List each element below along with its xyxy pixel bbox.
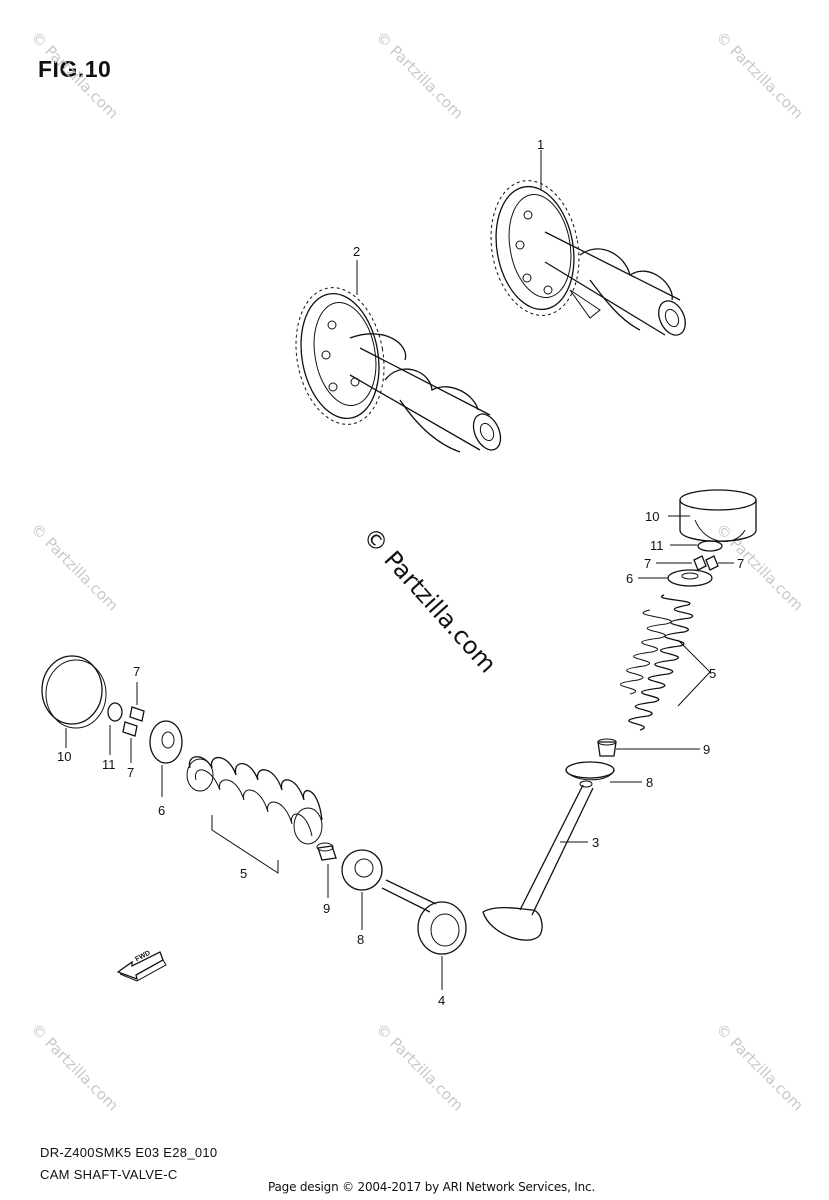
figure-title: FIG.10 xyxy=(38,56,112,82)
callout-2: 2 xyxy=(353,244,361,259)
callout-1: 1 xyxy=(537,137,545,152)
shim-11-right[interactable] xyxy=(697,540,723,552)
callout-7-right-a: 7 xyxy=(644,556,652,571)
camshaft-2-drawing[interactable] xyxy=(286,281,506,455)
callout-6-right: 6 xyxy=(626,571,634,586)
callout-5-left: 5 xyxy=(240,866,248,881)
callout-10-right: 10 xyxy=(645,509,660,524)
footer-copyright: Page design © 2004-2017 by ARI Network S… xyxy=(268,1180,596,1194)
valve-stem-seal-9-right[interactable] xyxy=(597,738,617,757)
spring-seat-8-left[interactable] xyxy=(341,849,383,891)
cotter-7-left[interactable] xyxy=(122,706,145,737)
callout-7-left-bottom: 7 xyxy=(127,765,135,780)
callout-6-left: 6 xyxy=(158,803,166,818)
shim-11-left[interactable] xyxy=(107,702,123,722)
valve-4-drawing[interactable] xyxy=(381,879,467,955)
valve-spring-5-right[interactable] xyxy=(620,594,694,731)
valve-spring-5-left[interactable] xyxy=(186,756,323,845)
camshaft-1-drawing[interactable] xyxy=(481,174,691,340)
spring-retainer-6-left[interactable] xyxy=(149,720,183,764)
spring-seat-8-right[interactable] xyxy=(565,761,615,781)
section-name: CAM SHAFT-VALVE-C xyxy=(40,1167,178,1182)
fwd-arrow-icon xyxy=(116,951,167,982)
callout-4: 4 xyxy=(438,993,446,1008)
callout-5-right: 5 xyxy=(709,666,717,681)
tappet-10-left[interactable] xyxy=(41,655,107,729)
spring-retainer-6-right[interactable] xyxy=(667,569,713,587)
callout-7-left-top: 7 xyxy=(133,664,141,679)
callout-9-left: 9 xyxy=(323,901,331,916)
callout-8-right: 8 xyxy=(646,775,654,790)
model-code: DR-Z400SMK5 E03 E28_010 xyxy=(40,1145,218,1160)
callout-3: 3 xyxy=(592,835,600,850)
valve-3-drawing[interactable] xyxy=(482,780,594,941)
callout-7-right-b: 7 xyxy=(737,556,745,571)
callout-9-right: 9 xyxy=(703,742,711,757)
callout-8-left: 8 xyxy=(357,932,365,947)
valve-stem-seal-9-left[interactable] xyxy=(316,842,337,861)
tappet-10-right[interactable] xyxy=(679,489,757,542)
callout-11-left: 11 xyxy=(102,757,116,772)
cotter-7-right[interactable] xyxy=(693,555,719,571)
callout-11-right: 11 xyxy=(650,538,664,553)
callout-10-left: 10 xyxy=(57,749,72,764)
